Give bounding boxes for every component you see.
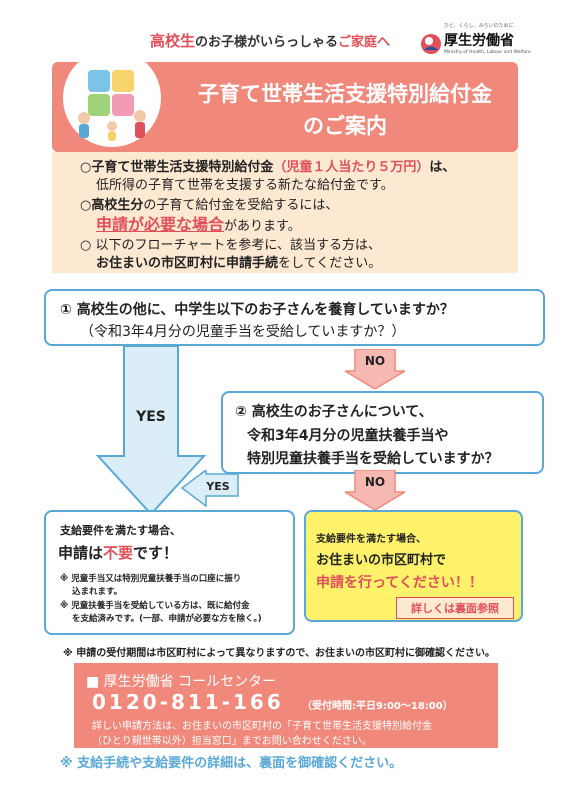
result-right-line2: お住まいの市区町村で: [316, 553, 447, 568]
call-center-desc1: 詳しい申請方法は、お住まいの市区町村の「子育て世帯生活支援特別給付金: [92, 721, 432, 732]
logo-english: Ministry of Health, Labour and Welfare: [444, 50, 531, 55]
benefit-amount: （児童１人当たり５万円）: [273, 160, 430, 175]
target-audience-line: 高校生のお子様がいらっしゃるご家庭へ: [150, 30, 390, 51]
family-puzzle-illustration: [63, 49, 161, 147]
question-1-line1: ① 高校生の他に、中学生以下のお子さんを養育していますか？: [60, 302, 454, 318]
call-center-desc2: （ひとり親世帯以外）担当窓口」までお問い合わせください。: [92, 736, 372, 747]
no-arrow-2-icon: NO: [345, 470, 405, 510]
benefit-name: 子育て世帯生活支援特別給付金: [91, 160, 274, 175]
ministry-logo: ひと、くらし、みらいのために 厚生労働省 Ministry of Health,…: [420, 22, 540, 62]
result-left-tail: です！: [133, 544, 179, 562]
question-2-box: ② 高校生のお子さんについて、 令和3年4月分の児童扶養手当や 特別児童扶養手当…: [221, 391, 544, 474]
yes-arrow-2-icon: YES: [180, 470, 239, 508]
call-center-hours: （受付時間:平日9:00～18:00）: [302, 701, 453, 712]
bullet: ○: [80, 160, 92, 175]
intro-l6-rest: をしてください。: [278, 256, 382, 271]
target-rest: のお子様がいらっしゃる: [195, 35, 339, 50]
yes-label: YES: [135, 409, 166, 425]
intro-line-6: お住まいの市区町村に申請手続をしてください。: [96, 252, 381, 271]
application-required: 申請が必要な場合: [96, 215, 225, 234]
no-arrow-1-icon: NO: [345, 349, 405, 389]
call-center-box: ■ 厚生労働省 コールセンター 0120-811-166 （受付時間:平日9:0…: [74, 663, 498, 748]
target-highlight: 高校生: [150, 32, 196, 50]
result-right-line3: 申請を行ってください！！: [316, 575, 483, 591]
result-left-note1b: 込まれます。: [72, 587, 123, 597]
result-left-line2: 申請は不要です！: [58, 542, 178, 563]
question-1-box: ① 高校生の他に、中学生以下のお子さんを養育していますか？ （令和3年4月分の児…: [44, 289, 545, 346]
result-left-note2a: ※ 児童扶養手当を受給している方は、既に給付金: [60, 601, 250, 611]
question-2-line1: ② 高校生のお子さんについて、: [235, 404, 433, 420]
intro-l4-rest: があります。: [224, 219, 301, 234]
intro-line-4: 申請が必要な場合があります。: [96, 211, 301, 235]
application-label: 申請は: [58, 544, 104, 562]
result-right-line1: 支給要件を満たす場合、: [316, 534, 426, 545]
intro-box: ○子育て世帯生活支援特別給付金（児童１人当たり５万円）は、 低所得の子育て世帯を…: [52, 152, 518, 273]
apply-at-municipality: お住まいの市区町村に申請手続: [96, 256, 279, 271]
yes-label-2: YES: [205, 480, 229, 493]
intro-l3-rest: の子育て給付金を受給するには、: [143, 198, 339, 213]
intro-line-2: 低所得の子育て世帯を支援する新たな給付金です。: [96, 178, 394, 193]
question-2-line2: 令和3年4月分の児童扶養手当や: [247, 428, 449, 444]
call-center-phone: 0120-811-166: [92, 690, 284, 714]
no-label-2: NO: [365, 475, 385, 489]
yes-arrow-icon: YES: [96, 346, 206, 516]
logo-tagline: ひと、くらし、みらいのために: [444, 23, 514, 29]
call-center-title: ■ 厚生労働省 コールセンター: [86, 674, 277, 690]
result-left-line1: 支給要件を満たす場合、: [60, 524, 181, 537]
bullet: ○: [80, 198, 92, 213]
intro-line-5: ○ 以下のフローチャートを参考に、該当する方は、: [80, 238, 381, 253]
intro-line-3: ○高校生分の子育て給付金を受給するには、: [80, 194, 338, 213]
result-left-note2b: を支給済みです。(一部、申請が必要な方を除く。): [72, 614, 262, 624]
page-title-line1: 子育て世帯生活支援特別給付金: [198, 82, 492, 106]
result-no-application-box: 支給要件を満たす場合、 申請は不要です！ ※ 児童手当又は特別児童扶養手当の口座…: [44, 510, 295, 635]
ministry-mark-icon: [421, 34, 441, 54]
intro-line-1: ○子育て世帯生活支援特別給付金（児童１人当たり５万円）は、: [80, 156, 455, 175]
question-1-line2: （令和3年4月分の児童手当を受給していますか？）: [80, 324, 406, 340]
question-2-line3: 特別児童扶養手当を受給していますか？: [247, 451, 499, 467]
target-tail: ご家庭へ: [338, 35, 391, 50]
page-title-line2: のご案内: [303, 114, 387, 138]
footer-note: ※ 支給手続や支給要件の詳細は、裏面を御確認ください。: [60, 756, 403, 771]
application-period-note: ※ 申請の受付期間は市区町村によって異なりますので、お住まいの市区町村に御確認く…: [63, 648, 496, 659]
intro-l1-rest: は、: [429, 160, 456, 175]
result-left-note1a: ※ 児童手当又は特別児童扶養手当の口座に振り: [60, 574, 242, 584]
no-label-1: NO: [365, 354, 385, 368]
highschool-portion: 高校生分: [91, 198, 144, 213]
logo-name: 厚生労働省: [444, 33, 514, 49]
not-required: 不要: [103, 544, 134, 562]
see-reverse-side-badge: 詳しくは裏面参照: [396, 597, 514, 619]
